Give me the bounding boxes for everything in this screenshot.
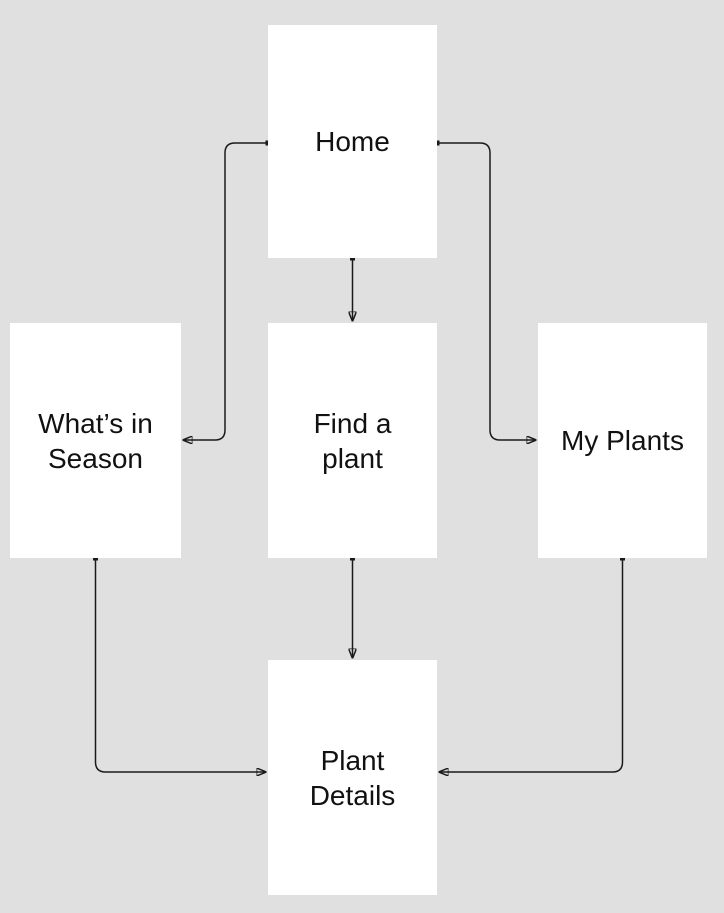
node-my-plants[interactable]: My Plants	[538, 323, 707, 558]
node-my-plants-label: My Plants	[561, 425, 684, 456]
node-plant-details[interactable]: Plant Details	[268, 660, 437, 895]
edge-whats-in-season-to-plant-details	[96, 558, 267, 772]
node-find-a-plant[interactable]: Find a plant	[268, 323, 437, 558]
edge-home-to-whats-in-season	[183, 143, 268, 440]
node-home-label: Home	[315, 126, 390, 157]
edge-home-to-my-plants	[437, 143, 536, 440]
edge-my-plants-to-plant-details	[439, 558, 623, 772]
node-plant-details-label: Plant Details	[309, 744, 396, 811]
node-whats-in-season[interactable]: What’s in Season	[10, 323, 181, 558]
node-whats-in-season-label: What’s in Season	[38, 407, 153, 474]
node-home[interactable]: Home	[268, 25, 437, 258]
node-find-a-plant-label: Find a plant	[313, 407, 392, 474]
